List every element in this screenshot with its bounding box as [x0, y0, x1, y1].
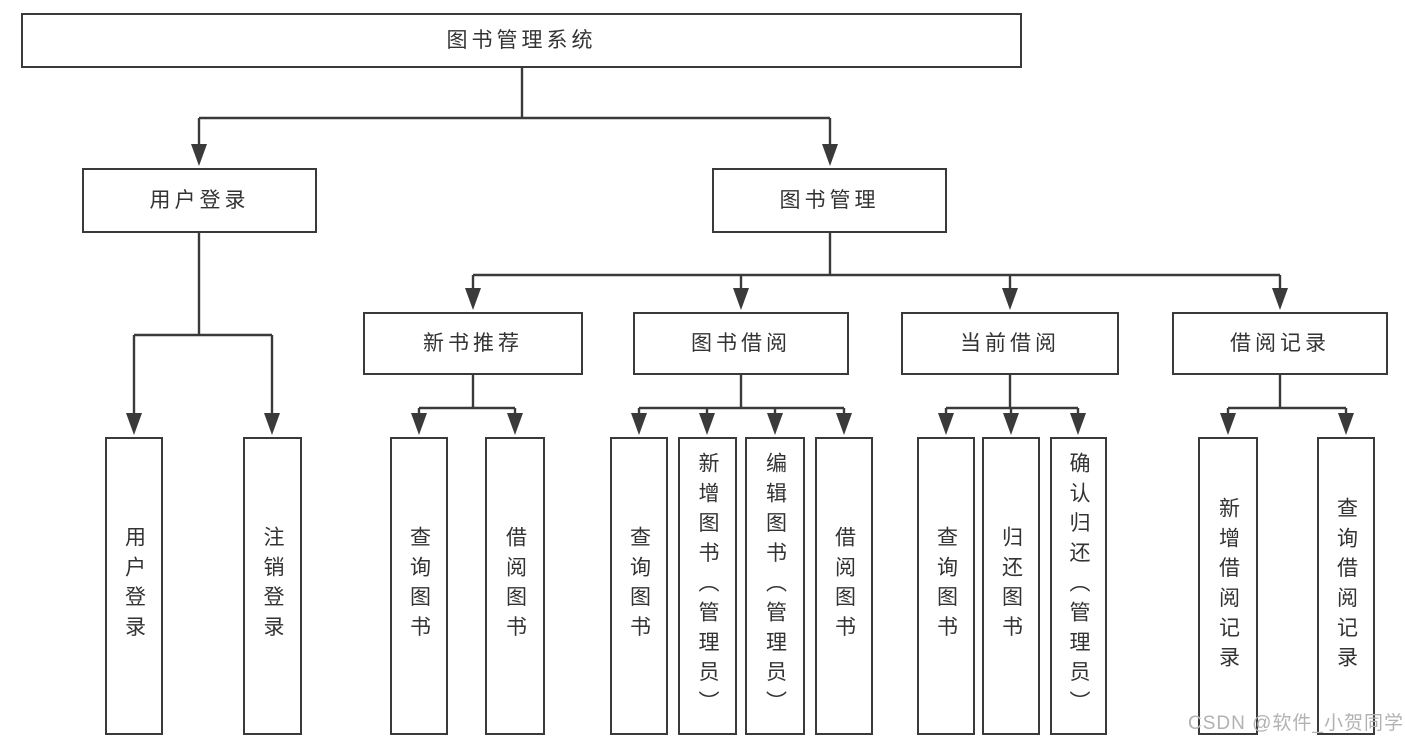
node-label: 新增借阅记录 — [1216, 496, 1240, 676]
leaf-edit-books-admin: 编辑图书（管理员） — [745, 437, 805, 735]
leaf-query-books-recommend: 查询图书 — [390, 437, 448, 735]
node-label: 图书管理 — [779, 189, 880, 212]
leaf-borrow-books: 借阅图书 — [815, 437, 873, 735]
node-new-book-recommendation: 新书推荐 — [363, 312, 583, 375]
node-label: 确认归还（管理员） — [1067, 451, 1090, 721]
leaf-user-login: 用户登录 — [105, 437, 163, 735]
leaf-return-books: 归还图书 — [982, 437, 1040, 735]
node-user-login: 用户登录 — [82, 168, 317, 233]
node-label: 归还图书 — [999, 526, 1023, 646]
arrowheads — [126, 144, 1354, 435]
node-label: 注销登录 — [261, 526, 284, 646]
watermark-text: CSDN @软件_小贺同学 — [1188, 713, 1404, 734]
leaf-borrow-books-recommend: 借阅图书 — [485, 437, 545, 735]
node-label: 借阅图书 — [503, 526, 527, 646]
node-label: 查询图书 — [934, 526, 958, 646]
node-label: 查询借阅记录 — [1334, 496, 1358, 676]
node-label: 用户登录 — [149, 189, 250, 212]
node-label: 当前借阅 — [960, 332, 1060, 355]
node-library-management-system: 图书管理系统 — [21, 13, 1022, 68]
leaf-logout: 注销登录 — [243, 437, 302, 735]
leaf-add-books-admin: 新增图书（管理员） — [678, 437, 737, 735]
leaf-confirm-return-admin: 确认归还（管理员） — [1050, 437, 1107, 735]
node-label: 查询图书 — [407, 526, 431, 646]
leaf-add-borrow-record: 新增借阅记录 — [1198, 437, 1258, 735]
leaf-query-books-current: 查询图书 — [917, 437, 975, 735]
node-label: 图书借阅 — [691, 332, 791, 355]
node-label: 新增图书（管理员） — [696, 451, 719, 721]
node-label: 查询图书 — [627, 526, 651, 646]
node-current-borrowing: 当前借阅 — [901, 312, 1119, 375]
node-book-borrowing: 图书借阅 — [633, 312, 849, 375]
node-label: 借阅图书 — [832, 526, 856, 646]
leaf-query-borrow-record: 查询借阅记录 — [1317, 437, 1375, 735]
node-label: 图书管理系统 — [446, 29, 597, 52]
node-book-management: 图书管理 — [712, 168, 947, 233]
node-borrowing-records: 借阅记录 — [1172, 312, 1388, 375]
leaf-query-books-borrowing: 查询图书 — [610, 437, 668, 735]
node-label: 用户登录 — [122, 526, 146, 646]
node-label: 借阅记录 — [1230, 332, 1330, 355]
node-label: 新书推荐 — [423, 332, 523, 355]
node-label: 编辑图书（管理员） — [763, 451, 787, 721]
